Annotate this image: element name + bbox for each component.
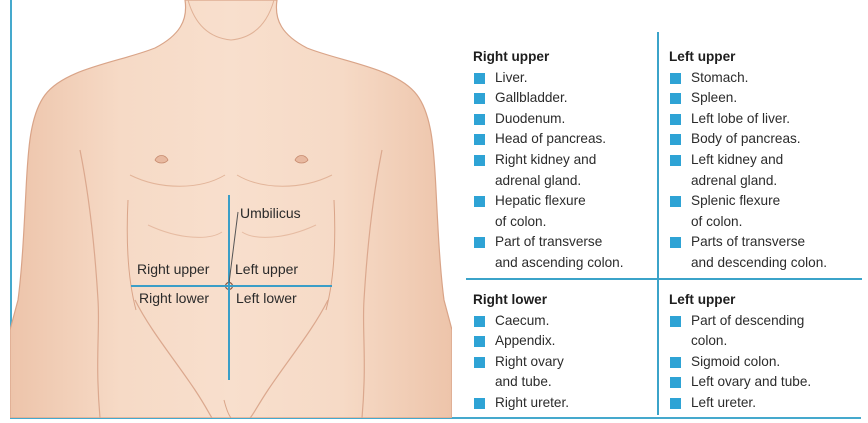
panel-title: Left upper — [669, 290, 811, 311]
organ-item-text: Left kidney and — [691, 150, 827, 171]
square-bullet-icon — [474, 73, 485, 84]
organ-list: Liver.Gallbladder.Duodenum.Head of pancr… — [473, 68, 623, 274]
torso-right-lower-label: Right lower — [139, 290, 209, 306]
square-bullet-icon — [474, 316, 485, 327]
organ-item-text: Right ovary — [495, 352, 569, 373]
organ-item: Left lobe of liver. — [669, 109, 827, 130]
square-bullet-icon — [670, 196, 681, 207]
organ-item-text: Left ovary and tube. — [691, 372, 811, 393]
panel-title: Left upper — [669, 47, 827, 68]
square-bullet-icon — [474, 336, 485, 347]
organ-item-text: Part of transverse — [495, 232, 623, 253]
table-vertical-divider — [657, 32, 659, 415]
square-bullet-icon — [474, 93, 485, 104]
organ-item-text: Liver. — [495, 68, 623, 89]
square-bullet-icon — [670, 155, 681, 166]
torso-illustration — [10, 0, 452, 418]
organ-item-text: Part of descending — [691, 311, 811, 332]
square-bullet-icon — [474, 196, 485, 207]
square-bullet-icon — [670, 114, 681, 125]
organ-item-text: Hepatic flexure — [495, 191, 623, 212]
square-bullet-icon — [474, 237, 485, 248]
square-bullet-icon — [474, 398, 485, 409]
organ-item-text: adrenal gland. — [495, 171, 623, 192]
organ-item-text: Right ureter. — [495, 393, 569, 414]
organ-item-text: Head of pancreas. — [495, 129, 623, 150]
organ-item-text: Right kidney and — [495, 150, 623, 171]
organ-item: Appendix. — [473, 331, 569, 352]
organ-item-text: Spleen. — [691, 88, 827, 109]
organ-item: Duodenum. — [473, 109, 623, 130]
square-bullet-icon — [474, 114, 485, 125]
organ-item: Body of pancreas. — [669, 129, 827, 150]
organ-item-text: of colon. — [691, 212, 827, 233]
organ-item: Gallbladder. — [473, 88, 623, 109]
organ-item: Right ureter. — [473, 393, 569, 414]
square-bullet-icon — [670, 377, 681, 388]
torso-silhouette — [10, 0, 452, 418]
panel-left-upper: Left upper Stomach.Spleen.Left lobe of l… — [669, 47, 827, 274]
panel-title: Right lower — [473, 290, 569, 311]
panel-title: Right upper — [473, 47, 623, 68]
organ-item-text: Splenic flexure — [691, 191, 827, 212]
organ-item: Caecum. — [473, 311, 569, 332]
panel-right-upper: Right upper Liver.Gallbladder.Duodenum.H… — [473, 47, 623, 274]
organ-item: Liver. — [473, 68, 623, 89]
organ-item-text: Gallbladder. — [495, 88, 623, 109]
torso-right-upper-label: Right upper — [137, 261, 209, 277]
organ-item-text: Appendix. — [495, 331, 569, 352]
organ-item-text: Duodenum. — [495, 109, 623, 130]
organ-item: Spleen. — [669, 88, 827, 109]
square-bullet-icon — [474, 134, 485, 145]
square-bullet-icon — [670, 134, 681, 145]
organ-item-text: Caecum. — [495, 311, 569, 332]
organ-list: Stomach.Spleen.Left lobe of liver.Body o… — [669, 68, 827, 274]
square-bullet-icon — [670, 357, 681, 368]
organ-item-text: Left ureter. — [691, 393, 811, 414]
organ-item-text: adrenal gland. — [691, 171, 827, 192]
torso-left-lower-label: Left lower — [236, 290, 297, 306]
organ-item: Stomach. — [669, 68, 827, 89]
square-bullet-icon — [670, 316, 681, 327]
organ-item-text: and descending colon. — [691, 253, 827, 274]
square-bullet-icon — [670, 398, 681, 409]
square-bullet-icon — [474, 155, 485, 166]
table-horizontal-divider — [466, 278, 862, 280]
organ-item: Left ovary and tube. — [669, 372, 811, 393]
square-bullet-icon — [670, 93, 681, 104]
square-bullet-icon — [670, 237, 681, 248]
organ-item-text: and ascending colon. — [495, 253, 623, 274]
umbilicus-label: Umbilicus — [240, 205, 301, 221]
organ-item-text: Sigmoid colon. — [691, 352, 811, 373]
organ-item-text: Parts of transverse — [691, 232, 827, 253]
organ-item-text: Left lobe of liver. — [691, 109, 827, 130]
organ-item-text: of colon. — [495, 212, 623, 233]
organ-item-text: Stomach. — [691, 68, 827, 89]
square-bullet-icon — [474, 357, 485, 368]
torso-left-upper-label: Left upper — [235, 261, 298, 277]
organ-item: Sigmoid colon. — [669, 352, 811, 373]
organ-item-text: colon. — [691, 331, 811, 352]
organ-item: Head of pancreas. — [473, 129, 623, 150]
organ-item-text: Body of pancreas. — [691, 129, 827, 150]
organ-item: Left ureter. — [669, 393, 811, 414]
square-bullet-icon — [670, 73, 681, 84]
organ-item-text: and tube. — [495, 372, 569, 393]
